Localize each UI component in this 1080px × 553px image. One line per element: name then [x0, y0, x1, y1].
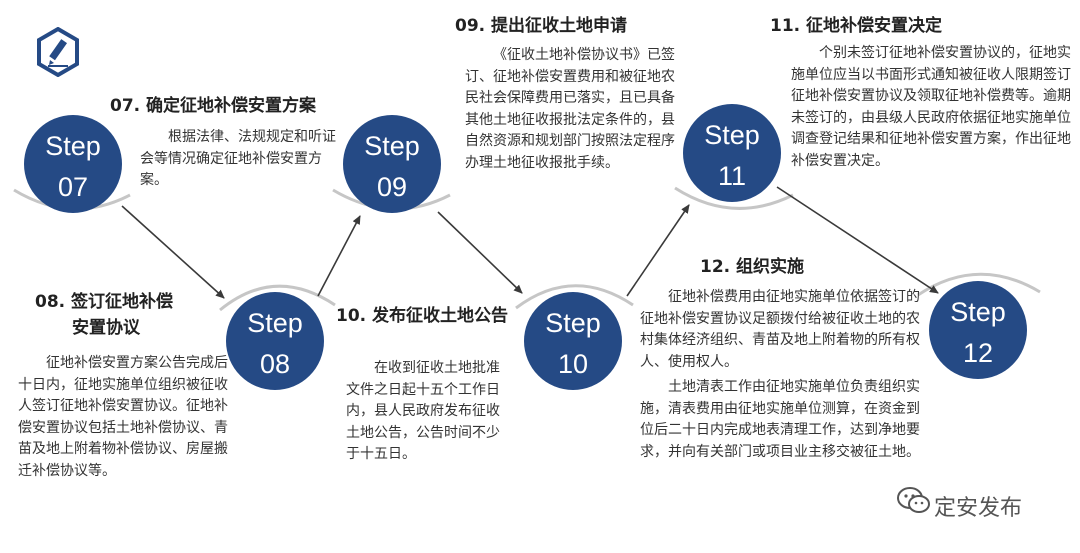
section-12-title: 12. 组织实施 — [700, 257, 805, 277]
section-07-text: 根据法律、法规规定和听证会等情况确定征地补偿安置方案。 — [140, 129, 336, 188]
arc-08 — [219, 284, 336, 312]
step-word: Step — [247, 308, 303, 338]
wechat-icon — [896, 486, 932, 516]
step-word: Step — [704, 120, 760, 150]
section-08-body: 征地补偿安置方案公告完成后十日内，征地实施单位组织被征收人签订征地补偿安置协议。… — [18, 353, 230, 482]
pen-hexagon-icon — [36, 26, 80, 78]
step-12-circle: Step 12 — [929, 281, 1027, 379]
step-number: 12 — [962, 338, 994, 368]
step-word: Step — [364, 131, 420, 161]
arc-11 — [674, 186, 794, 210]
section-08-title-line1: 08. 签订征地补偿 — [35, 292, 174, 312]
arrow-11-12 — [776, 186, 939, 294]
section-10-text: 在收到征收土地批准文件之日起十五个工作日内，县人民政府发布征收土地公告，公告时间… — [346, 360, 500, 462]
step-word: Step — [45, 131, 101, 161]
step-number: 07 — [57, 172, 89, 202]
step-number: 10 — [557, 349, 589, 379]
arrow-09-10 — [437, 211, 523, 294]
step-09-circle: Step 09 — [343, 115, 441, 213]
section-10-title: 10. 发布征收土地公告 — [336, 306, 509, 326]
watermark-text: 定安发布 — [934, 496, 1023, 521]
section-07-body: 根据法律、法规规定和听证会等情况确定征地补偿安置方案。 — [140, 127, 338, 192]
section-08-text: 征地补偿安置方案公告完成后十日内，征地实施单位组织被征收人签订征地补偿安置协议。… — [18, 355, 228, 479]
section-07-title: 07. 确定征地补偿安置方案 — [110, 96, 317, 116]
arc-10 — [515, 284, 634, 310]
section-12-text-2: 土地清表工作由征地实施单位负责组织实施，清表费用由征地实施单位测算，在资金到位后… — [640, 379, 920, 460]
arrow-10-11 — [626, 204, 690, 297]
step-08-circle: Step 08 — [226, 292, 324, 390]
section-09-title: 09. 提出征收土地申请 — [455, 16, 628, 36]
step-number: 09 — [376, 172, 408, 202]
step-11-circle: Step 11 — [683, 104, 781, 202]
step-word: Step — [545, 308, 601, 338]
arrow-08-09 — [317, 215, 361, 297]
section-10-body: 在收到征收土地批准文件之日起十五个工作日内，县人民政府发布征收土地公告，公告时间… — [346, 358, 502, 466]
section-09-text: 《征收土地补偿协议书》已签订、征地补偿安置费用和被征地农民社会保障费用已落实，且… — [465, 47, 675, 171]
step-number: 08 — [259, 349, 291, 379]
step-10-circle: Step 10 — [524, 292, 622, 390]
arrow-07-08 — [121, 205, 225, 299]
section-12-body: 征地补偿费用由征地实施单位依据签订的征地补偿安置协议足额拨付给被征收土地的农村集… — [640, 287, 924, 463]
section-09-body: 《征收土地补偿协议书》已签订、征地补偿安置费用和被征地农民社会保障费用已落实，且… — [465, 45, 680, 174]
section-11-text: 个别未签订征地补偿安置协议的，征地实施单位应当以书面形式通知被征收人限期签订征地… — [791, 45, 1071, 169]
section-12-text-1: 征地补偿费用由征地实施单位依据签订的征地补偿安置协议足额拨付给被征收土地的农村集… — [640, 289, 920, 370]
step-word: Step — [950, 297, 1006, 327]
section-08-title-line2: 安置协议 — [72, 318, 140, 338]
step-number: 11 — [717, 161, 747, 191]
section-11-title: 11. 征地补偿安置决定 — [770, 16, 943, 36]
section-11-body: 个别未签订征地补偿安置协议的，征地实施单位应当以书面形式通知被征收人限期签订征地… — [791, 43, 1073, 172]
step-07-circle: Step 07 — [24, 115, 122, 213]
